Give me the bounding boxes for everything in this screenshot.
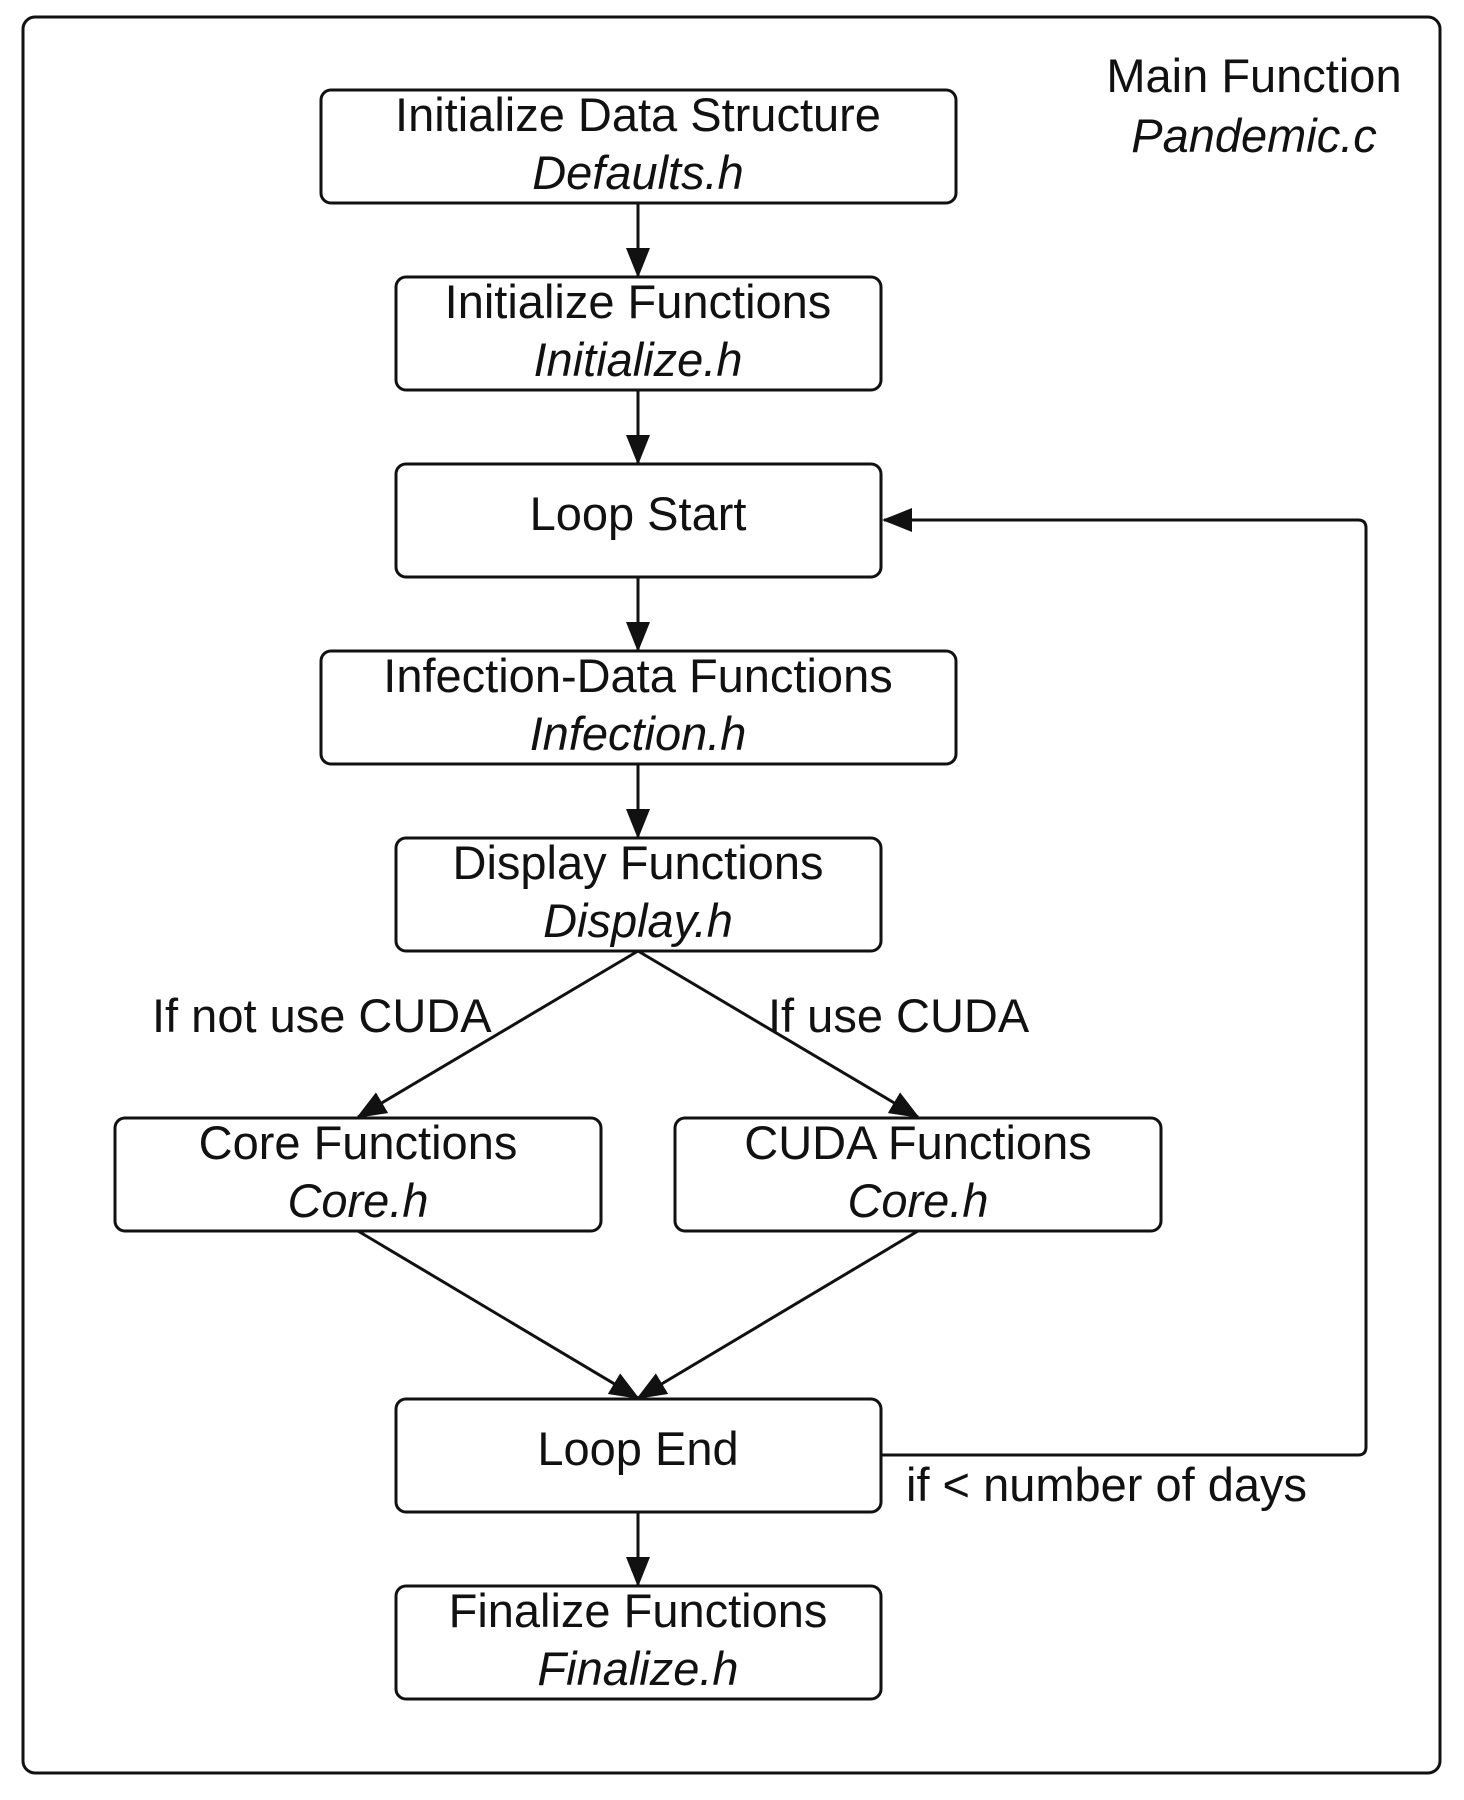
node-infection-title: Infection-Data Functions — [383, 649, 892, 702]
edge-core-to-loop-end — [357, 1229, 640, 1400]
node-cuda-box — [673, 1116, 1163, 1233]
node-loop-start: Loop Start — [394, 462, 883, 579]
node-finalize-box — [394, 1584, 883, 1701]
node-infection: Infection-Data Functions Infection.h — [319, 649, 958, 766]
node-init-funcs-box — [394, 275, 883, 392]
node-init-funcs-title: Initialize Functions — [445, 275, 832, 328]
node-core-box — [113, 1116, 603, 1233]
node-init-data-title: Initialize Data Structure — [395, 88, 881, 141]
node-loop-end-box — [394, 1397, 883, 1514]
node-core-title: Core Functions — [199, 1116, 518, 1169]
node-display-box — [394, 836, 883, 953]
label-use-cuda: If use CUDA — [768, 989, 1030, 1042]
node-loop-start-box — [394, 462, 883, 579]
node-loop-end-title: Loop End — [537, 1422, 738, 1475]
edge-display-to-core — [356, 949, 639, 1119]
node-init-funcs: Initialize Functions Initialize.h — [394, 275, 883, 392]
node-finalize-title: Finalize Functions — [449, 1584, 828, 1637]
node-init-data-file: Defaults.h — [532, 146, 744, 199]
node-infection-file: Infection.h — [530, 707, 747, 760]
node-init-data: Initialize Data Structure Defaults.h — [319, 88, 958, 205]
node-display-title: Display Functions — [453, 836, 824, 889]
label-no-cuda: If not use CUDA — [152, 989, 492, 1042]
edge-cuda-to-loop-end — [636, 1229, 919, 1400]
node-cuda: CUDA Functions Core.h — [673, 1116, 1163, 1233]
node-finalize-file: Finalize.h — [537, 1642, 738, 1695]
node-core-file: Core.h — [287, 1174, 428, 1227]
node-init-funcs-file: Initialize.h — [534, 333, 743, 386]
node-core: Core Functions Core.h — [113, 1116, 603, 1233]
node-cuda-file: Core.h — [847, 1174, 988, 1227]
node-cuda-title: CUDA Functions — [744, 1116, 1091, 1169]
node-display: Display Functions Display.h — [394, 836, 883, 953]
label-loop-back: if < number of days — [906, 1458, 1307, 1511]
node-display-file: Display.h — [543, 894, 733, 947]
node-init-data-box — [319, 88, 958, 205]
node-loop-end: Loop End — [394, 1397, 883, 1514]
edge-loop-back — [882, 508, 1368, 1457]
edges — [356, 203, 1368, 1587]
main-function-file: Pandemic.c — [1131, 109, 1377, 162]
edge-display-to-cuda — [637, 949, 920, 1119]
node-infection-box — [319, 649, 958, 766]
node-finalize: Finalize Functions Finalize.h — [394, 1584, 883, 1701]
node-loop-start-title: Loop Start — [530, 487, 747, 540]
main-function-title: Main Function — [1106, 49, 1401, 102]
